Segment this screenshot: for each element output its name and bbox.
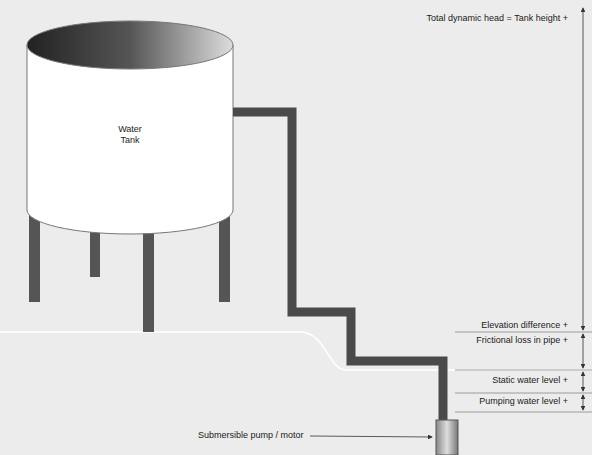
pipe	[233, 112, 443, 425]
ground-line	[0, 332, 592, 370]
dimension-label: Static water level +	[490, 375, 570, 386]
callout-label: Submersible pump / motor	[196, 430, 306, 441]
dimension-arrows	[583, 8, 584, 410]
dimension-label: Elevation difference +	[479, 320, 570, 331]
tank-node: Water Tank	[90, 110, 170, 160]
dimension-label: Pumping water level +	[477, 396, 570, 407]
dimension-label: Frictional loss in pipe +	[474, 335, 570, 346]
leader-line	[310, 436, 432, 437]
dimension-ticks	[455, 332, 592, 412]
tank-body	[27, 45, 233, 234]
submersible-pump	[436, 420, 458, 455]
tank-top	[27, 21, 233, 69]
tank-label: Water Tank	[110, 124, 150, 146]
dimension-label: Total dynamic head = Tank height +	[425, 13, 570, 24]
